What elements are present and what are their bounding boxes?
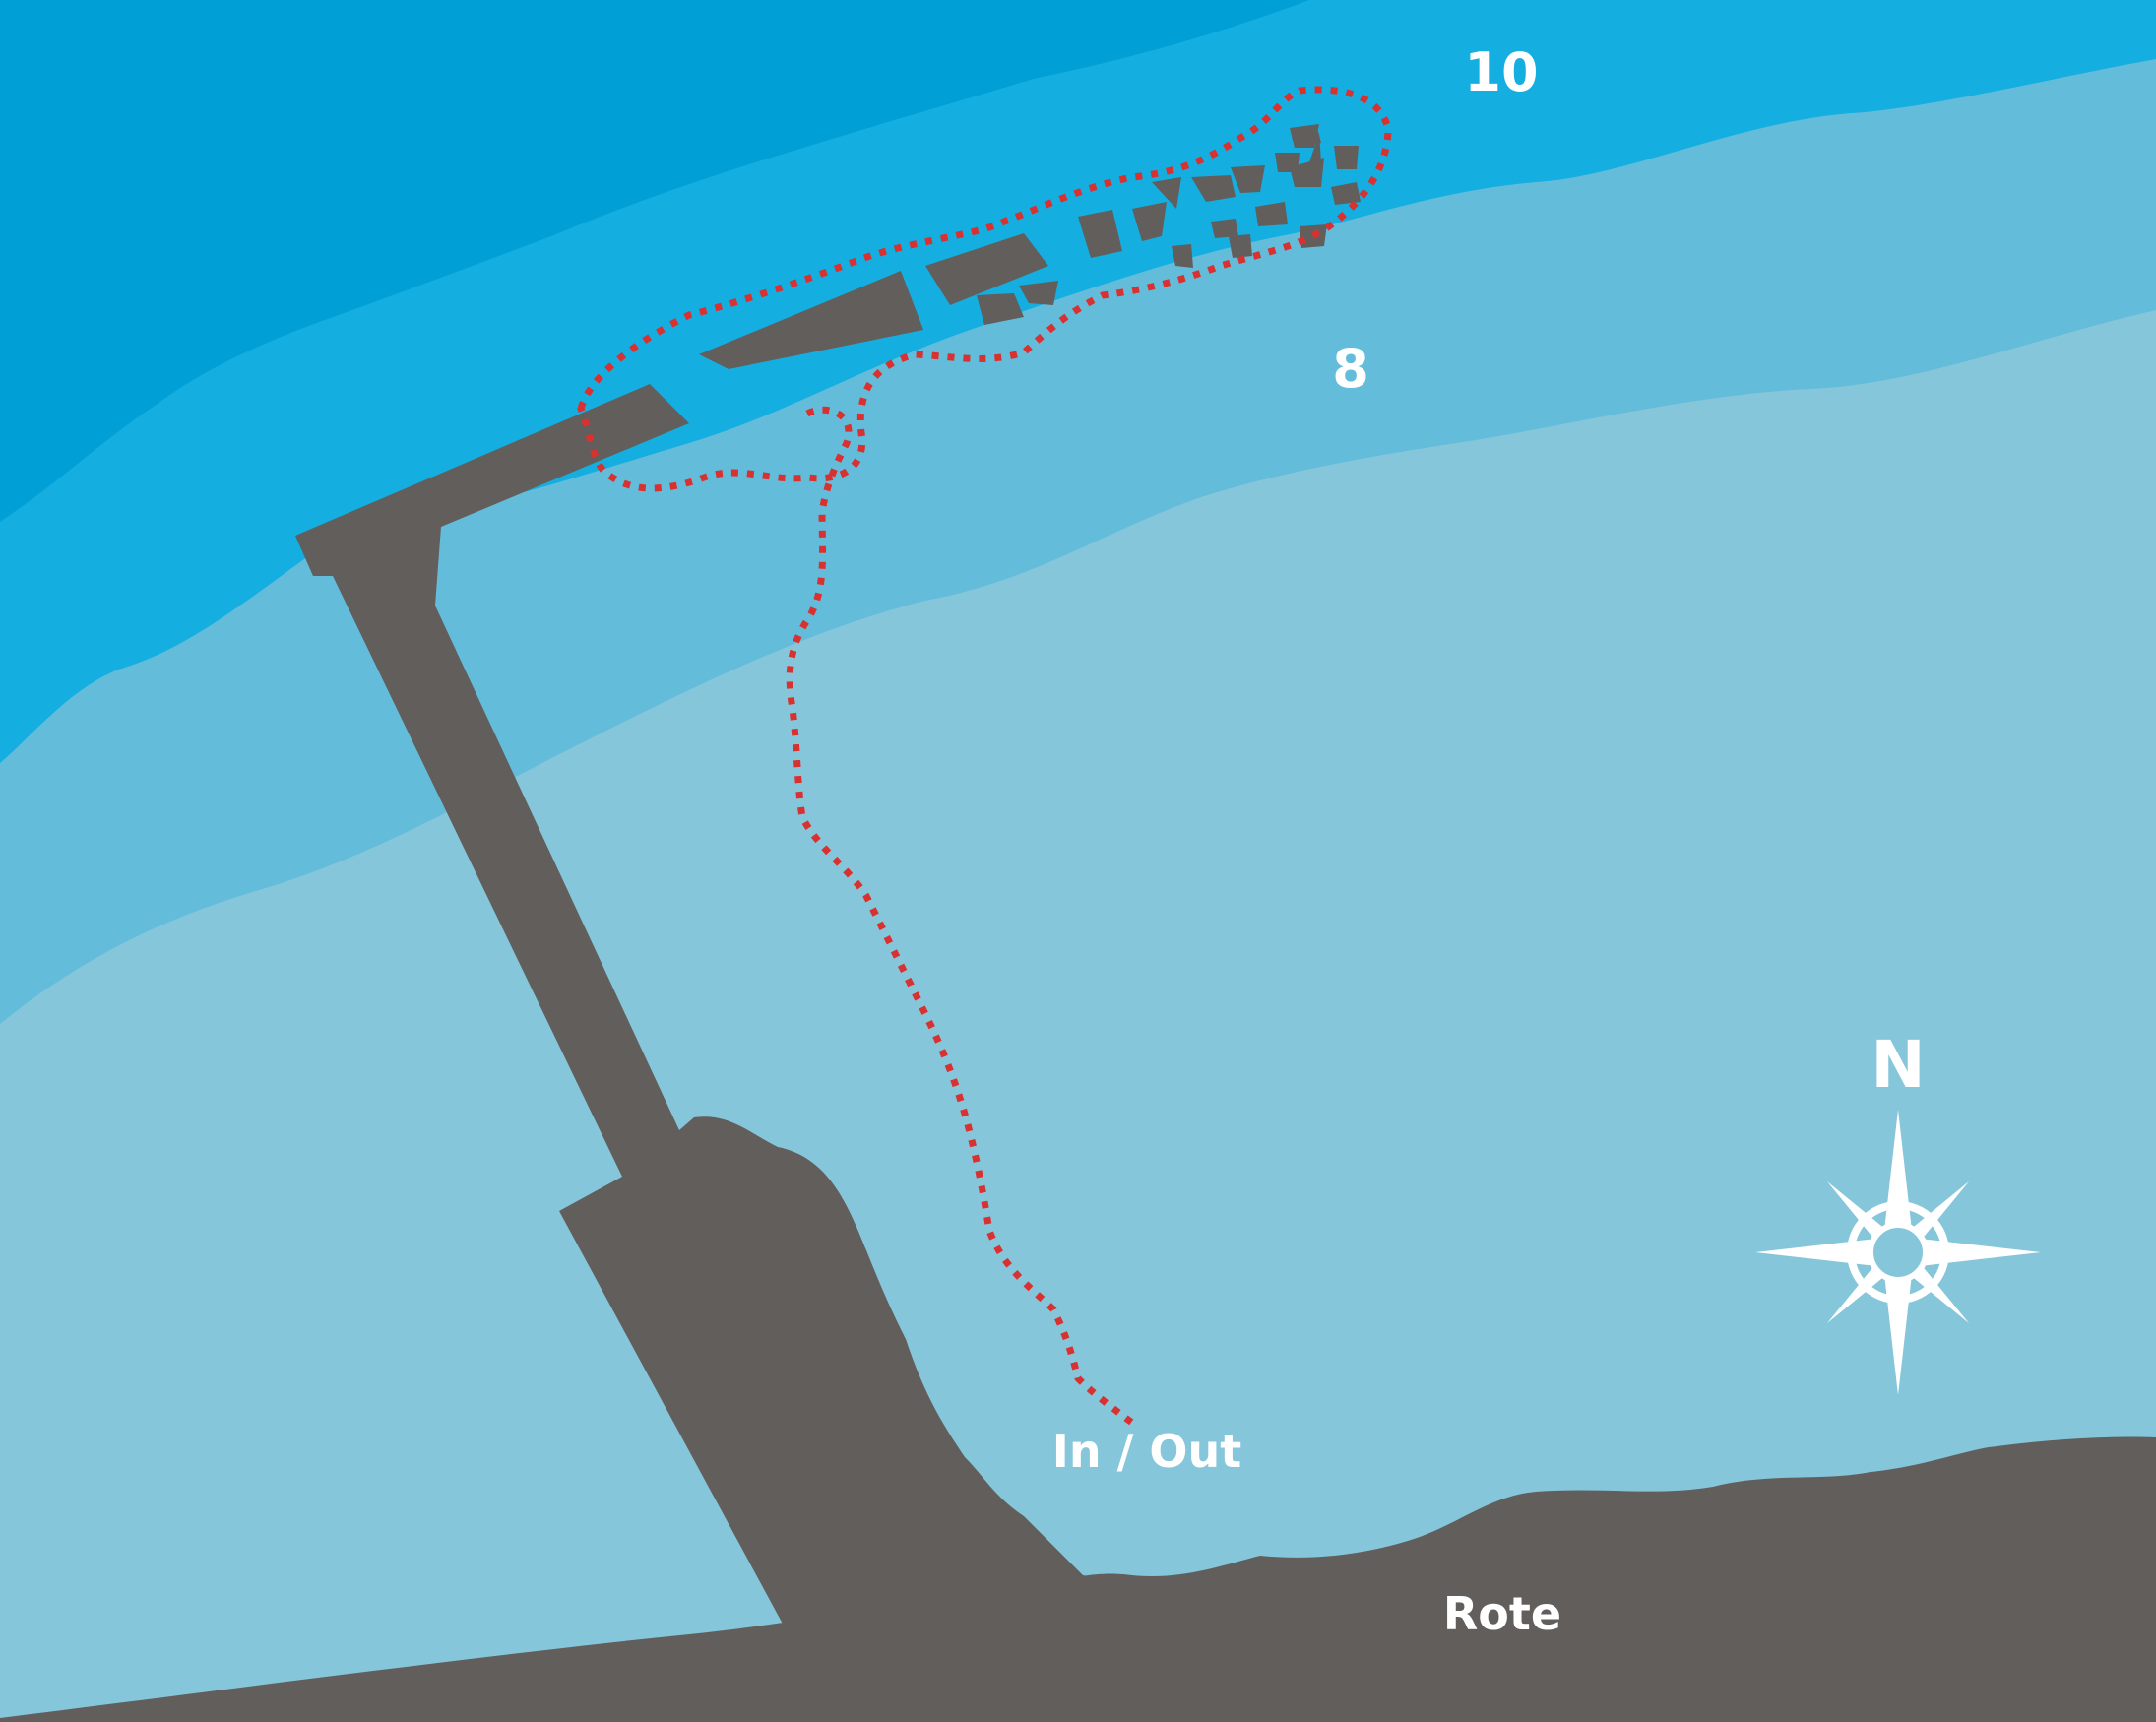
pier <box>295 384 1112 1651</box>
water-deep-band <box>0 0 1309 522</box>
compass-rose-icon: N <box>1755 1027 2041 1395</box>
pier-structure <box>295 124 1361 1651</box>
breakwater-segment <box>925 233 1048 305</box>
dive-route-loop <box>577 86 1392 492</box>
entry-exit-label: In / Out <box>1052 1425 1242 1478</box>
dive-route-path <box>786 406 1135 1426</box>
depth-label-deep: 10 <box>1464 41 1538 103</box>
shore-label: Rote <box>1443 1587 1561 1640</box>
depth-label-mid: 8 <box>1332 338 1369 400</box>
breakwater-segment <box>699 271 923 369</box>
dive-route <box>577 86 1392 1426</box>
rock-cluster <box>977 124 1361 325</box>
shoreline-land <box>0 1436 2156 1722</box>
compass-north-label: N <box>1871 1027 1925 1103</box>
